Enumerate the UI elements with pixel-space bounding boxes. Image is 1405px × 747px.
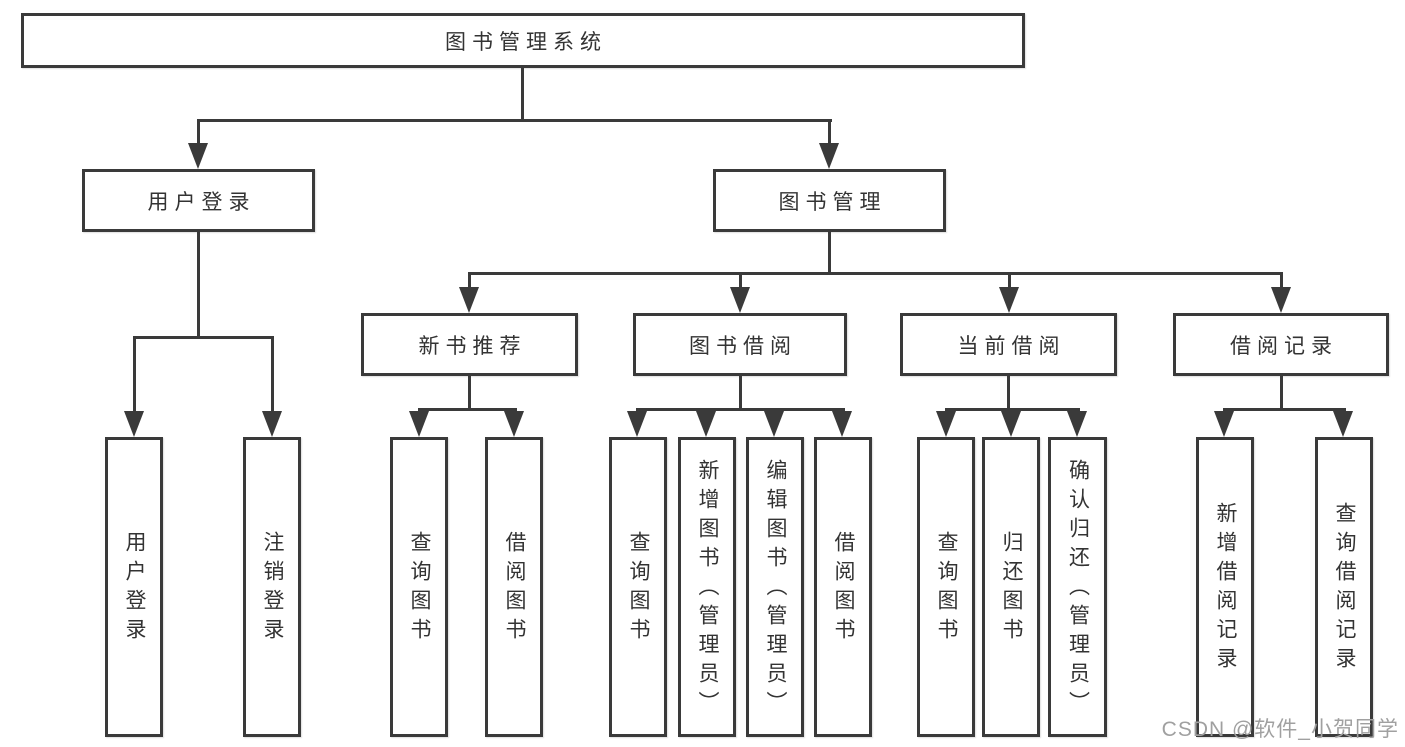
arrow-down-icon — [730, 287, 750, 313]
connector-v — [197, 122, 200, 146]
arrow-down-icon — [124, 411, 144, 437]
node-user-login: 用户登录 — [82, 169, 315, 232]
connector-h — [197, 119, 832, 122]
arrow-down-icon — [1333, 411, 1353, 437]
leaf-confirm-return-admin: 确认归还（管理员） — [1048, 437, 1107, 737]
leaf-return-books: 归还图书 — [982, 437, 1040, 737]
leaf-borrow-books: 借阅图书 — [485, 437, 543, 737]
node-book-management: 图书管理 — [713, 169, 946, 232]
connector-v — [521, 68, 524, 122]
leaf-logout: 注销登录 — [243, 437, 301, 737]
arrow-down-icon — [459, 287, 479, 313]
connector-h — [636, 408, 845, 411]
node-current-borrow: 当前借阅 — [900, 313, 1117, 376]
arrow-down-icon — [504, 411, 524, 437]
arrow-down-icon — [1214, 411, 1234, 437]
leaf-add-book-admin: 新增图书（管理员） — [678, 437, 736, 737]
connector-h — [133, 336, 274, 339]
connector-v — [1280, 275, 1283, 289]
arrow-down-icon — [409, 411, 429, 437]
leaf-query-books: 查询图书 — [390, 437, 448, 737]
leaf-edit-book-admin: 编辑图书（管理员） — [746, 437, 804, 737]
leaf-borrow-books: 借阅图书 — [814, 437, 872, 737]
connector-h — [418, 408, 517, 411]
connector-v — [1008, 275, 1011, 289]
connector-v — [271, 339, 274, 413]
connector-h — [1223, 408, 1346, 411]
arrow-down-icon — [1271, 287, 1291, 313]
connector-v — [828, 232, 831, 275]
arrow-down-icon — [999, 287, 1019, 313]
leaf-query-books: 查询图书 — [609, 437, 667, 737]
connector-v — [828, 122, 831, 146]
arrow-down-icon — [188, 143, 208, 169]
node-root: 图书管理系统 — [21, 13, 1025, 68]
watermark: CSDN @软件_小贺同学 — [1161, 718, 1399, 741]
arrow-down-icon — [1067, 411, 1087, 437]
connector-v — [1280, 376, 1283, 411]
leaf-user-login: 用户登录 — [105, 437, 163, 737]
connector-v — [133, 339, 136, 413]
connector-v — [739, 275, 742, 289]
connector-v — [739, 376, 742, 411]
arrow-down-icon — [819, 143, 839, 169]
connector-v — [468, 376, 471, 411]
node-new-book-recommend: 新书推荐 — [361, 313, 578, 376]
arrow-down-icon — [627, 411, 647, 437]
node-borrow-records: 借阅记录 — [1173, 313, 1389, 376]
leaf-query-books: 查询图书 — [917, 437, 975, 737]
arrow-down-icon — [936, 411, 956, 437]
connector-h — [945, 408, 1080, 411]
connector-v — [1007, 376, 1010, 411]
node-book-borrow: 图书借阅 — [633, 313, 847, 376]
leaf-query-borrow-record: 查询借阅记录 — [1315, 437, 1373, 737]
connector-v — [468, 275, 471, 289]
arrow-down-icon — [262, 411, 282, 437]
connector-h — [468, 272, 1283, 275]
arrow-down-icon — [1001, 411, 1021, 437]
leaf-add-borrow-record: 新增借阅记录 — [1196, 437, 1254, 737]
arrow-down-icon — [832, 411, 852, 437]
connector-v — [197, 232, 200, 339]
arrow-down-icon — [764, 411, 784, 437]
arrow-down-icon — [696, 411, 716, 437]
